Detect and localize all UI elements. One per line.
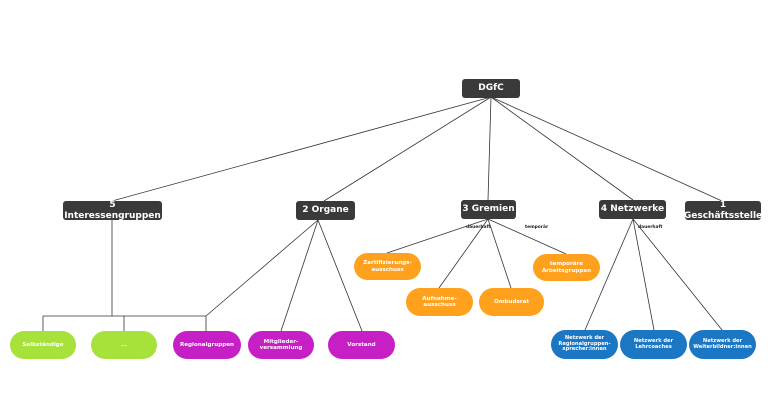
node-netzwerk-weiterbildner[interactable]: Netzwerk der Weiterbildner:innen <box>689 330 756 359</box>
group-interessengruppen[interactable]: 5 Interessengruppen <box>63 200 162 221</box>
edge-nw-weiterbildner <box>632 218 723 331</box>
edge-root-interessengruppen <box>111 96 492 202</box>
edge-root-netzwerke <box>490 96 634 201</box>
group-netzwerke[interactable]: 4 Netzwerke <box>599 200 666 219</box>
node-ellipsis[interactable]: ... <box>91 331 157 359</box>
edge-label-gremien-temporaer: temporär <box>525 225 549 230</box>
edge-nw-lehrcoaches <box>632 218 655 331</box>
group-gremien[interactable]: 3 Gremien <box>461 200 516 219</box>
node-aufnahmeausschuss[interactable]: Aufnahme- ausschuss <box>406 288 473 316</box>
edge-organe-regional <box>205 219 319 317</box>
group-geschaeftsstelle[interactable]: 1 Geschäftsstelle <box>683 200 763 221</box>
node-zertifizierungsausschuss[interactable]: Zertifizierungs- ausschuss <box>354 253 421 280</box>
node-selbstaendige[interactable]: Selbständige <box>10 331 76 359</box>
edge-gremien-ombudsrat <box>487 218 512 289</box>
edge-gremien-temporaer <box>487 218 567 255</box>
edge-organe-mitglieder <box>280 219 319 332</box>
edge-nw-regional <box>584 218 634 331</box>
edge-organe-vorstand <box>317 219 363 332</box>
edge-gremien-aufnahme <box>438 218 489 289</box>
edge-label-netzwerke-dauerhaft: dauerhaft <box>638 225 663 230</box>
node-temporaere-arbeitsgruppen[interactable]: temporäre Arbeitsgruppen <box>533 254 600 281</box>
group-organe[interactable]: 2 Organe <box>296 201 355 220</box>
node-ombudsrat[interactable]: Ombudsrat <box>479 288 544 316</box>
edge-root-gremien <box>487 96 492 201</box>
edge-gremien-zertifizierung <box>386 218 489 254</box>
node-netzwerk-regionalgruppensprecher[interactable]: Netzwerk der Regionalgruppen- sprecher:i… <box>551 330 618 359</box>
edge-root-organe <box>323 96 492 202</box>
node-vorstand[interactable]: Vorstand <box>328 331 395 359</box>
node-netzwerk-lehrcoaches[interactable]: Netzwerk der Lehrcoaches <box>620 330 687 359</box>
edge-label-gremien-dauerhaft: dauerhaft <box>466 225 491 230</box>
node-mitgliederversammlung[interactable]: Mitglieder- versammlung <box>248 331 314 359</box>
node-regionalgruppen[interactable]: Regionalgruppen <box>173 331 241 359</box>
edge-root-geschaeftsstelle <box>490 96 723 202</box>
root-node[interactable]: DGfC <box>462 79 520 98</box>
